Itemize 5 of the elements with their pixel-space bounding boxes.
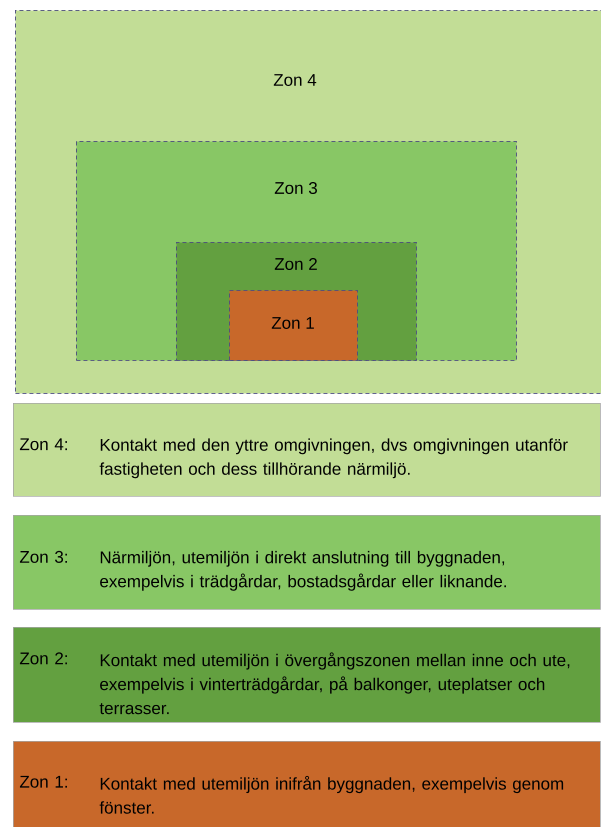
zone-description-box: Zon 4: Kontakt med den yttre omgivningen, dvs omgivningen utanför fastigheten och dess tillhörande närmiljö.	[13, 403, 601, 497]
zone-description-box: Zon 3: Närmiljön, utemiljön i direkt anslutning till byggnaden, exempelvis i trädgårdar, bostadsgårdar eller liknande.	[13, 515, 601, 610]
zone-description-box: Zon 2: Kontakt med utemiljön i övergångszonen mellan inne och ute, exempelvis i vinterträdgårdar, på balkonger, uteplatser och terrasser.	[13, 627, 601, 723]
zone-box: Zon 1	[229, 290, 358, 361]
zone-description-box: Zon 1: Kontakt med utemiljön inifrån byggnaden, exempelvis genom fönster.	[13, 741, 601, 827]
